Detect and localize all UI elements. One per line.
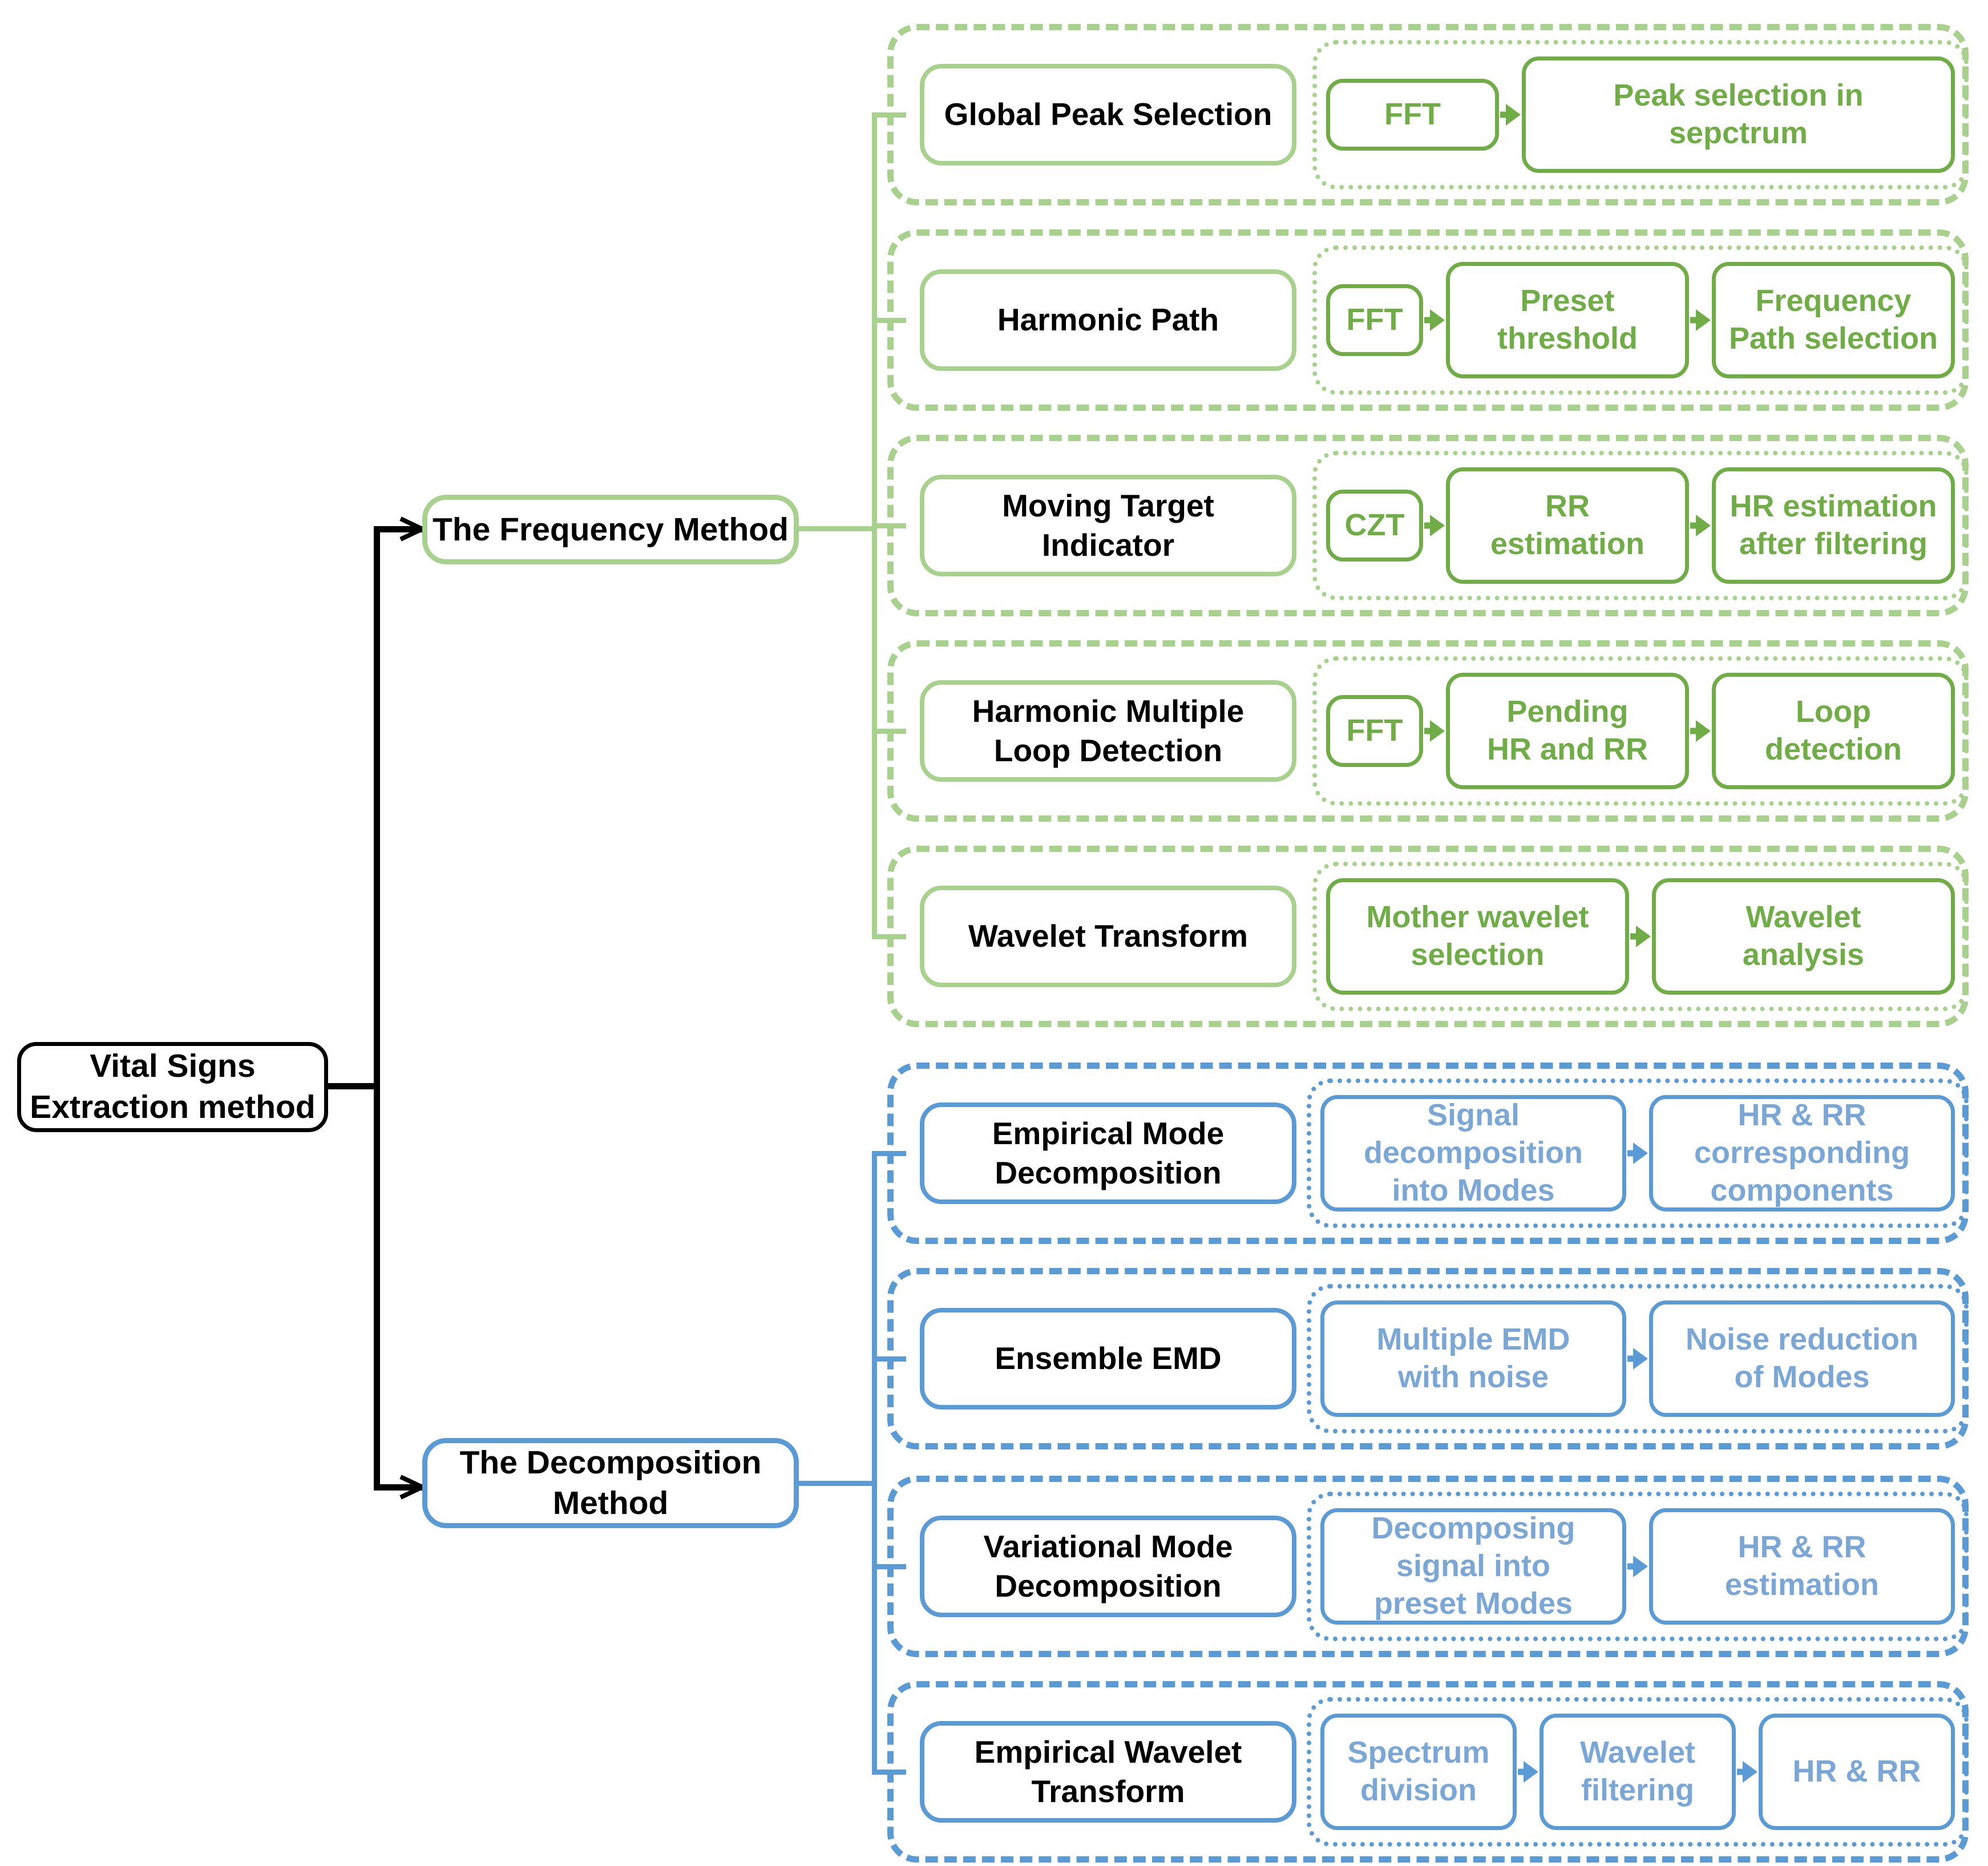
decomposition-row-2-arrow-0 bbox=[1627, 1553, 1648, 1580]
branch-line-frequency bbox=[374, 526, 425, 532]
frequency-row-1-step-0[interactable]: FFT bbox=[1326, 284, 1423, 356]
frequency-row-3-arrow-0 bbox=[1424, 718, 1445, 744]
frequency-row-2-pipeline-group bbox=[1312, 451, 1969, 600]
decomposition-row-1-method-box[interactable]: Ensemble EMD bbox=[920, 1308, 1296, 1409]
decomposition-stub-line bbox=[799, 1481, 873, 1486]
frequency-row-0-arrow-0 bbox=[1500, 102, 1521, 128]
decomposition-row-1-pipeline-group bbox=[1307, 1284, 1969, 1433]
branch-line-decomposition bbox=[374, 1484, 425, 1491]
frequency-row-2-step-0[interactable]: CZT bbox=[1326, 490, 1423, 562]
root-connector-line bbox=[328, 1083, 379, 1089]
frequency-row-3-arrow-1 bbox=[1690, 718, 1711, 744]
decomposition-row-0-pipeline-group bbox=[1307, 1079, 1969, 1228]
frequency-row-2-arrow-1 bbox=[1690, 512, 1711, 539]
frequency-row-1-arrow-1 bbox=[1690, 307, 1711, 333]
category-node-frequency[interactable]: The Frequency Method bbox=[422, 495, 799, 564]
frequency-row-0-method-box[interactable]: Global Peak Selection bbox=[920, 64, 1296, 165]
trunk-vertical-line bbox=[374, 526, 380, 1491]
decomposition-spine-line bbox=[872, 1153, 877, 1772]
frequency-row-4-arrow-0 bbox=[1630, 923, 1651, 950]
frequency-row-1-pipeline-group bbox=[1312, 245, 1969, 395]
decomposition-row-3-step-2[interactable]: HR & RR bbox=[1759, 1714, 1955, 1830]
frequency-row-3-pipeline-group bbox=[1312, 656, 1969, 806]
frequency-row-3-step-0[interactable]: FFT bbox=[1326, 695, 1423, 767]
frequency-row-0-pipeline-group bbox=[1312, 40, 1969, 189]
frequency-row-2-arrow-0 bbox=[1424, 512, 1445, 539]
frequency-row-1-arrow-0 bbox=[1424, 307, 1445, 333]
decomposition-row-2-pipeline-group bbox=[1307, 1492, 1969, 1641]
arrowhead-decomposition bbox=[399, 1475, 428, 1500]
decomposition-row-0-arrow-0 bbox=[1627, 1140, 1648, 1166]
frequency-stub-line bbox=[799, 526, 873, 531]
decomposition-row-3-arrow-0 bbox=[1518, 1759, 1538, 1785]
frequency-row-1-method-box[interactable]: Harmonic Path bbox=[920, 269, 1296, 371]
frequency-row-4-pipeline-group bbox=[1312, 862, 1969, 1011]
frequency-row-0-step-0[interactable]: FFT bbox=[1326, 79, 1499, 151]
frequency-row-4-method-box[interactable]: Wavelet Transform bbox=[920, 886, 1296, 987]
decomposition-row-3-pipeline-group bbox=[1307, 1697, 1969, 1847]
decomposition-row-3-arrow-1 bbox=[1737, 1759, 1757, 1785]
decomposition-row-1-arrow-0 bbox=[1627, 1346, 1648, 1372]
arrowhead-frequency bbox=[399, 516, 428, 542]
